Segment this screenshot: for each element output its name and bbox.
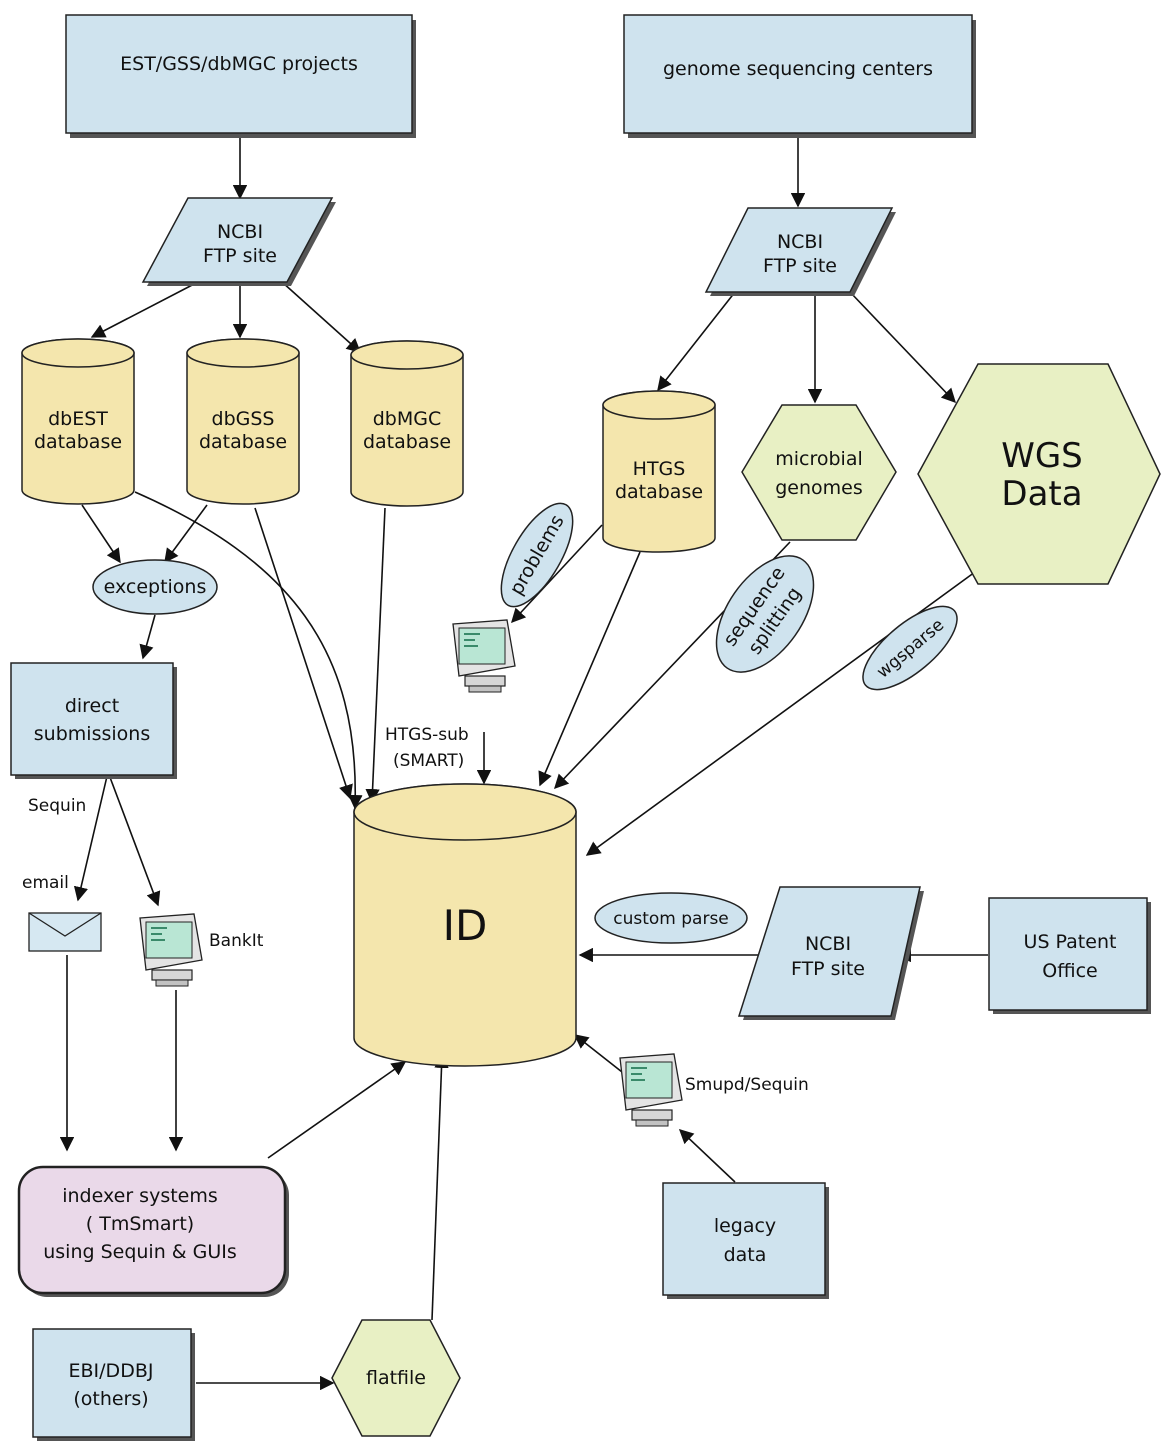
edge-ftp-to-wgs bbox=[849, 291, 956, 404]
edge-legacy-to-computer bbox=[678, 1129, 736, 1183]
legacy-line1: legacy bbox=[714, 1215, 776, 1237]
dbgss-line2: database bbox=[199, 431, 287, 453]
ebi-line2: (others) bbox=[73, 1388, 148, 1410]
edge-flatfile-to-id bbox=[431, 1053, 449, 1321]
custom-parse-node: custom parse bbox=[594, 892, 748, 944]
us-patent-line2: Office bbox=[1042, 960, 1097, 982]
htgs-line1: HTGS bbox=[633, 458, 686, 480]
problems-node: problems bbox=[500, 502, 574, 608]
edge-computer-to-id-smupd bbox=[573, 1034, 623, 1073]
exceptions-node: exceptions bbox=[92, 559, 218, 615]
computer-icon bbox=[139, 913, 203, 987]
htgs-sub-smart-label: (SMART) bbox=[393, 751, 464, 771]
ftp-left-line2: FTP site bbox=[203, 245, 277, 267]
indexer-line2: ( TmSmart) bbox=[86, 1213, 194, 1235]
email-label: email bbox=[22, 873, 69, 893]
dbest-database: dbEST database bbox=[21, 338, 135, 505]
smupd-label: Smupd/Sequin bbox=[685, 1075, 809, 1095]
dbmgc-line2: database bbox=[363, 431, 451, 453]
id-database: ID bbox=[353, 783, 577, 1067]
us-patent-line1: US Patent bbox=[1024, 931, 1117, 953]
us-patent-box: US Patent Office bbox=[988, 897, 1151, 1014]
ebi-line1: EBI/DDBJ bbox=[69, 1360, 154, 1382]
direct-submissions-box: direct submissions bbox=[10, 662, 177, 779]
bankit-label: BankIt bbox=[209, 931, 264, 951]
flatfile-label: flatfile bbox=[366, 1367, 426, 1389]
wgsparse-node: wgsparse bbox=[862, 605, 958, 691]
microbial-genomes: microbial genomes bbox=[741, 404, 897, 541]
edge-ftp-to-dbest bbox=[90, 281, 199, 338]
sequin-label: Sequin bbox=[28, 796, 86, 816]
indexer-line3: using Sequin & GUIs bbox=[43, 1241, 237, 1263]
microbial-line2: genomes bbox=[775, 477, 863, 499]
edge-dbest-to-id bbox=[134, 491, 363, 810]
legacy-data-box: legacy data bbox=[662, 1182, 829, 1299]
genome-centers-label: genome sequencing centers bbox=[663, 58, 933, 80]
edge-direct-to-bankit bbox=[107, 771, 161, 907]
ftp-patent: NCBI FTP site bbox=[737, 886, 924, 1020]
edge-indexer-to-id bbox=[267, 1061, 407, 1159]
edge-htgs-to-computer bbox=[511, 524, 603, 624]
genome-centers-box: genome sequencing centers bbox=[623, 14, 976, 138]
ftp-left-line1: NCBI bbox=[217, 221, 263, 243]
microbial-line1: microbial bbox=[775, 448, 863, 470]
flatfile-node: flatfile bbox=[331, 1319, 461, 1437]
envelope-icon bbox=[28, 912, 102, 952]
dbgss-line1: dbGSS bbox=[212, 408, 275, 430]
edge-ftp-to-dbmgc bbox=[281, 281, 362, 353]
ftp-right-line2: FTP site bbox=[763, 255, 837, 277]
direct-line2: submissions bbox=[34, 723, 150, 745]
direct-line1: direct bbox=[65, 695, 119, 717]
edge-dbgss-to-id bbox=[254, 507, 353, 800]
ftp-right-line1: NCBI bbox=[777, 231, 823, 253]
htgs-line2: database bbox=[615, 481, 703, 503]
custom-parse-label: custom parse bbox=[613, 909, 729, 929]
dbgss-database: dbGSS database bbox=[186, 338, 300, 505]
ebi-ddbj-box: EBI/DDBJ (others) bbox=[32, 1328, 195, 1441]
wgs-line1: WGS bbox=[1001, 436, 1083, 476]
edge-htgs-to-id bbox=[538, 551, 641, 787]
edge-dbgss-to-exceptions bbox=[164, 504, 208, 564]
edge-dbest-to-exceptions bbox=[81, 504, 121, 564]
sequence-splitting-node: sequence splitting bbox=[715, 555, 815, 673]
wgs-line2: Data bbox=[1001, 474, 1082, 514]
wgs-data: WGS Data bbox=[917, 363, 1161, 585]
ftp-right: NCBI FTP site bbox=[704, 207, 896, 296]
est-projects-label: EST/GSS/dbMGC projects bbox=[120, 53, 358, 75]
indexer-line1: indexer systems bbox=[62, 1185, 218, 1207]
dbest-line1: dbEST bbox=[48, 408, 108, 430]
dbmgc-line1: dbMGC bbox=[373, 408, 442, 430]
htgs-sub-label: HTGS-sub bbox=[385, 725, 469, 745]
exceptions-label: exceptions bbox=[104, 576, 207, 598]
dbest-line2: database bbox=[34, 431, 122, 453]
dbmgc-database: dbMGC database bbox=[350, 340, 464, 507]
est-projects-box: EST/GSS/dbMGC projects bbox=[65, 14, 416, 138]
indexer-systems: indexer systems ( TmSmart) using Sequin … bbox=[17, 1165, 289, 1297]
ftp-patent-line1: NCBI bbox=[805, 933, 851, 955]
ftp-patent-line2: FTP site bbox=[791, 958, 865, 980]
edge-ftp-to-htgs bbox=[657, 291, 736, 392]
htgs-database: HTGS database bbox=[602, 390, 716, 553]
id-label: ID bbox=[443, 901, 488, 950]
edge-dbmgc-to-id bbox=[365, 507, 386, 804]
edge-exceptions-to-direct bbox=[139, 614, 156, 660]
legacy-line2: data bbox=[724, 1244, 767, 1266]
computer-icon bbox=[619, 1053, 683, 1127]
edge-direct-to-email bbox=[73, 771, 109, 902]
ftp-left: NCBI FTP site bbox=[141, 197, 336, 286]
computer-icon bbox=[452, 619, 516, 693]
